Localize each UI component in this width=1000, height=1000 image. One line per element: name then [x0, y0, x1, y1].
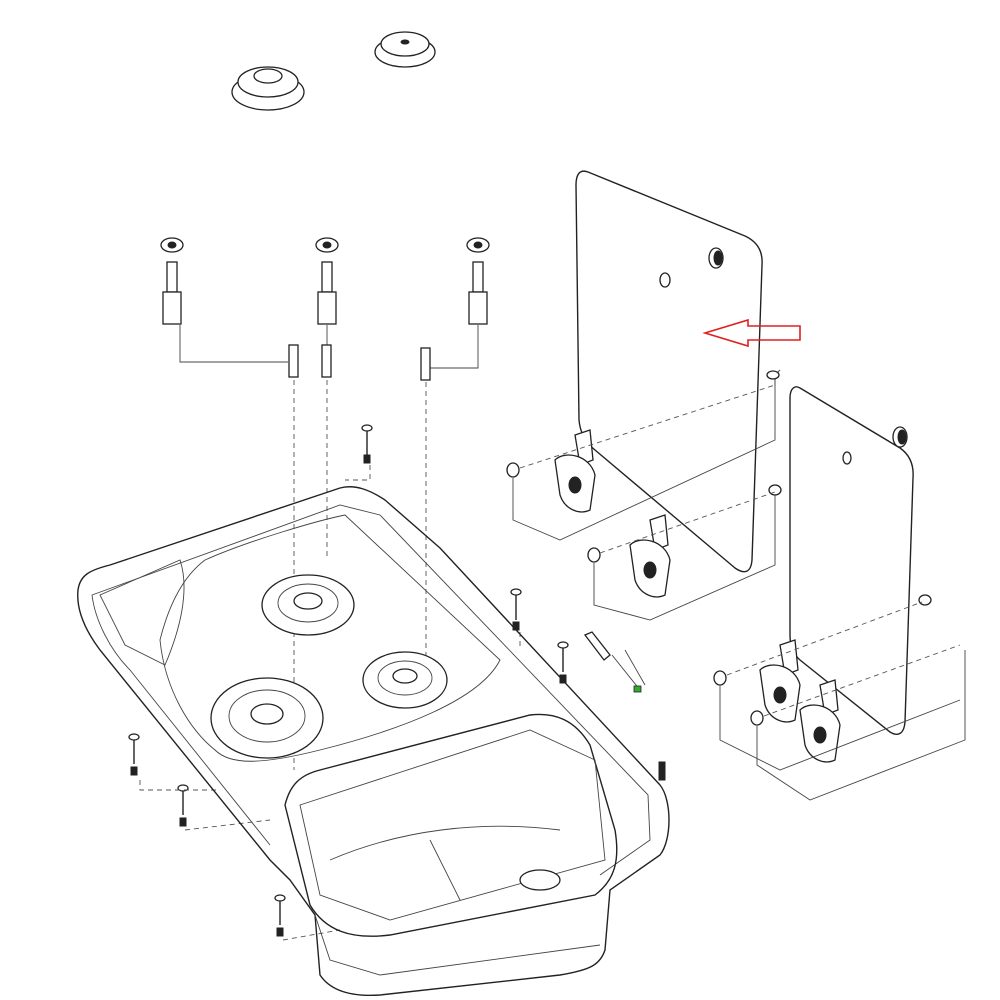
valve-1	[160, 237, 184, 325]
burner-valves	[160, 237, 490, 770]
hinges	[506, 380, 966, 801]
burner-rear	[261, 574, 355, 636]
ignition-bracket	[583, 631, 646, 693]
valve-2	[315, 237, 339, 325]
highlight-arrow	[702, 318, 801, 348]
knob-cap-left	[231, 66, 305, 111]
screws	[128, 424, 666, 941]
hob-sink-unit	[77, 486, 670, 997]
knob-cap-right	[374, 31, 436, 68]
valve-3	[466, 237, 490, 325]
glass-lid-rear	[575, 170, 781, 573]
glass-lid-front	[768, 386, 932, 735]
burner-front	[210, 677, 324, 759]
burner-right	[362, 651, 448, 709]
